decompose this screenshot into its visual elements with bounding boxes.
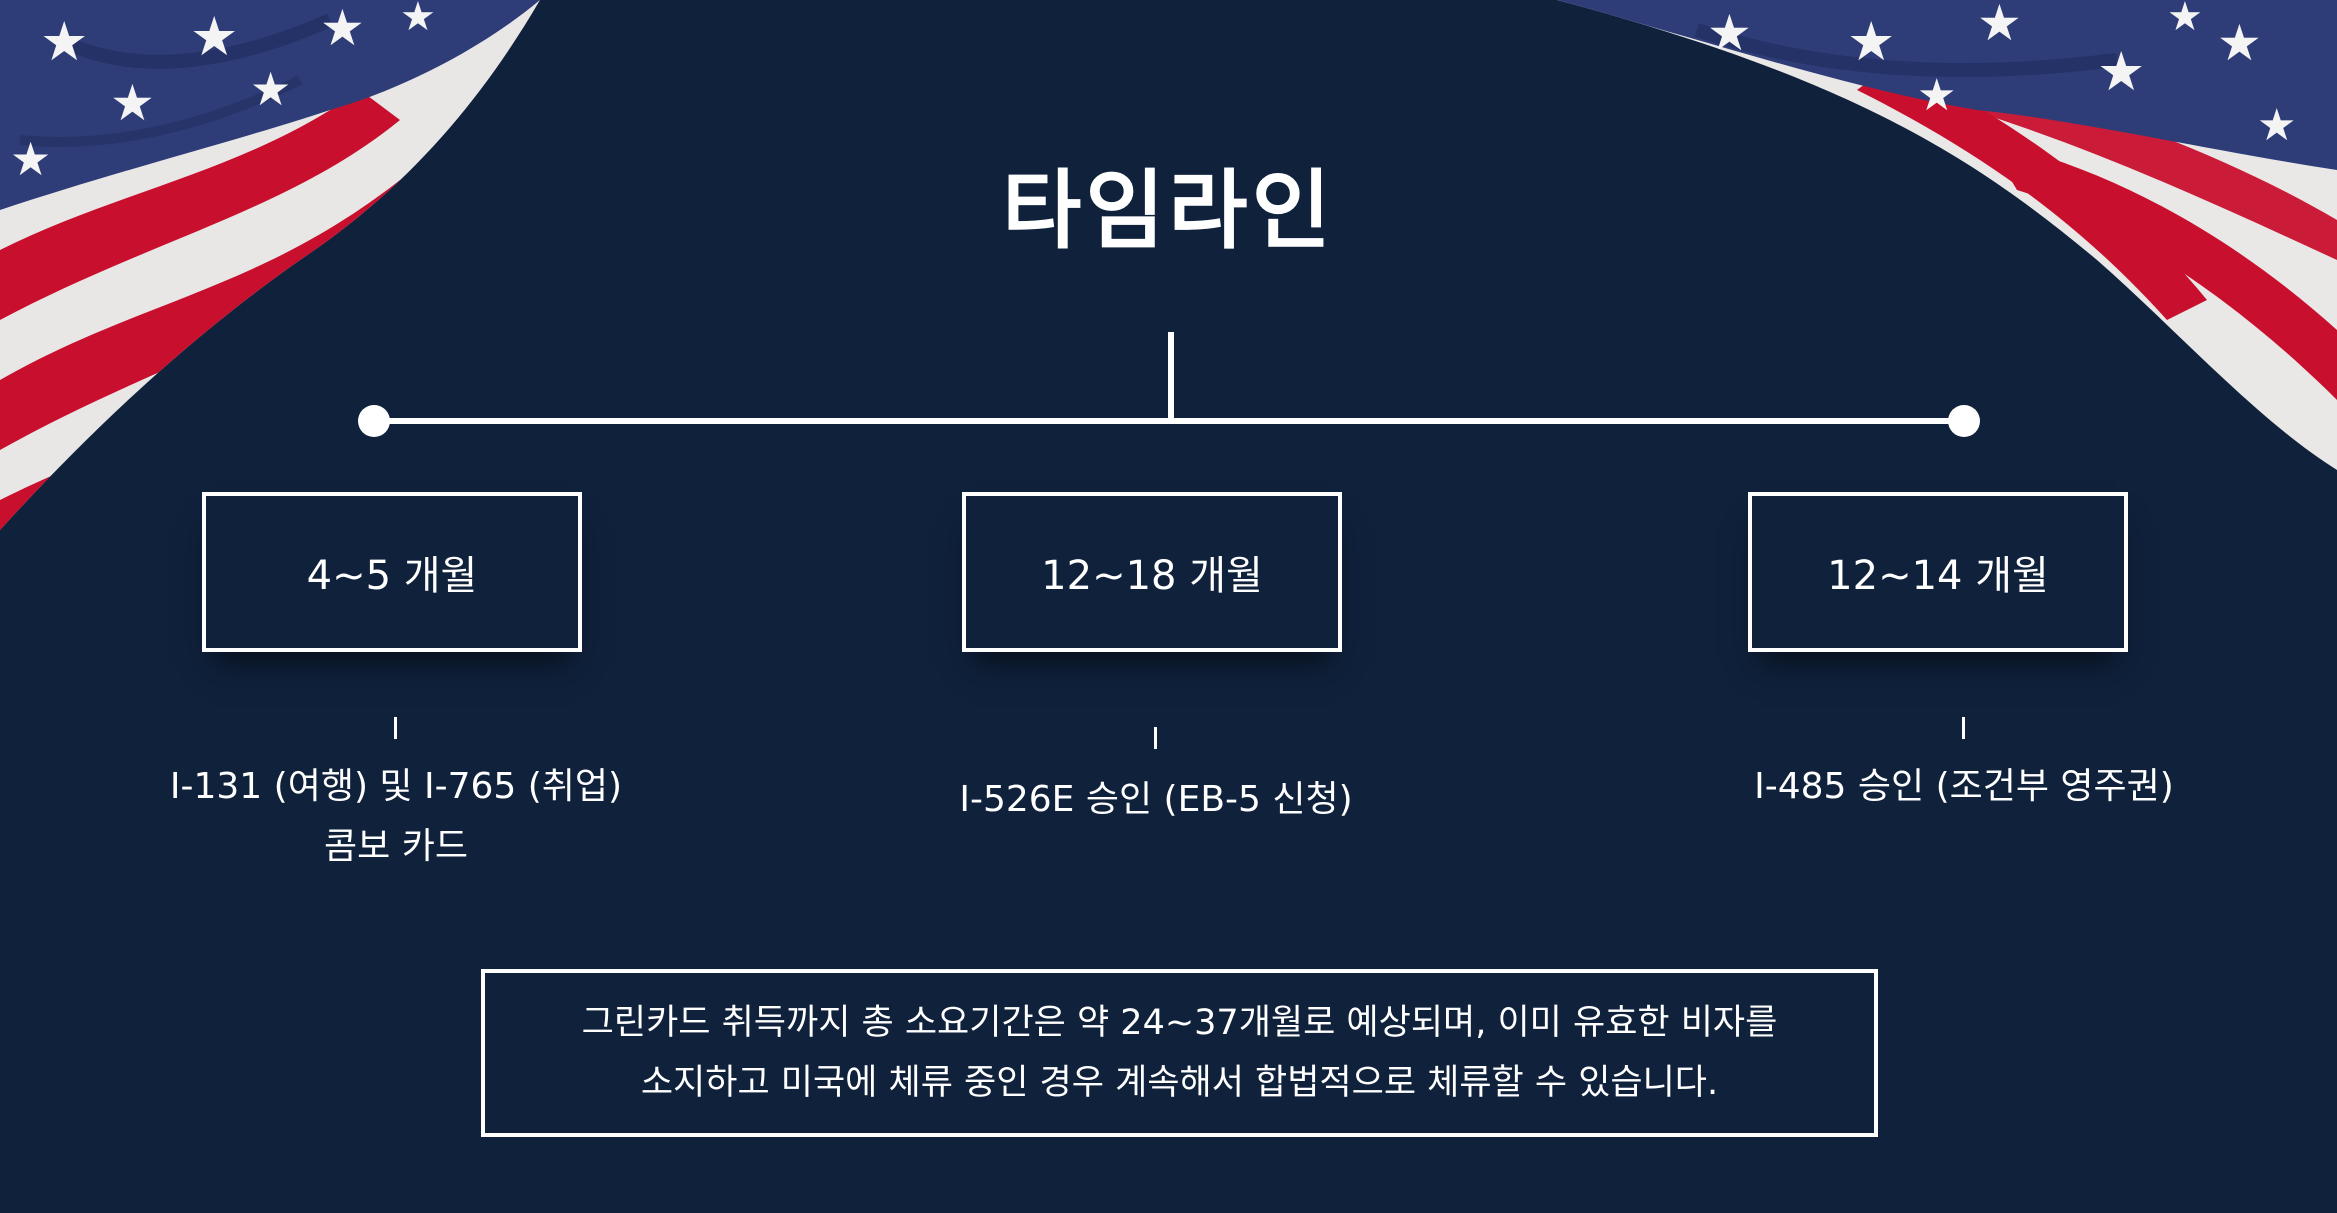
- stage-3-description-line1: I-485 승인 (조건부 영주권): [1754, 766, 2174, 807]
- stage-2-period-box: 12~18 개월: [962, 492, 1342, 652]
- stage-1-description-line2: 콤보 카드: [324, 826, 468, 867]
- stage-2-connector: [1154, 727, 1157, 749]
- svg-text:★: ★: [2167, 0, 2203, 40]
- svg-text:★: ★: [110, 74, 155, 132]
- svg-text:★: ★: [190, 5, 238, 68]
- stage-3-period: 12~14 개월: [1827, 553, 2049, 599]
- stage-3-connector: [1962, 717, 1965, 739]
- summary-note-box: 그린카드 취득까지 총 소요기간은 약 24~37개월로 예상되며, 이미 유효…: [481, 969, 1878, 1137]
- svg-text:★: ★: [1707, 4, 1752, 62]
- american-flag-left-image: ★ ★ ★ ★ ★ ★ ★: [0, 0, 540, 530]
- stage-2-period: 12~18 개월: [1041, 553, 1263, 599]
- svg-text:★: ★: [400, 0, 436, 40]
- svg-text:★: ★: [2217, 14, 2262, 72]
- timeline-end-dot: [1948, 405, 1980, 437]
- stage-1-period-box: 4~5 개월: [202, 492, 582, 652]
- page-title: 타임라인: [1002, 161, 1335, 261]
- summary-note-line1: 그린카드 취득까지 총 소요기간은 약 24~37개월로 예상되며, 이미 유효…: [581, 1003, 1778, 1043]
- american-flag-right-image: ★ ★ ★ ★ ★ ★ ★ ★: [1557, 0, 2337, 470]
- stage-1-period: 4~5 개월: [306, 553, 478, 599]
- stage-1-connector: [394, 717, 397, 739]
- stage-1-description: I-131 (여행) 및 I-765 (취업) 콤보 카드: [86, 757, 706, 877]
- stage-1-description-line1: I-131 (여행) 및 I-765 (취업): [169, 766, 623, 807]
- svg-text:★: ★: [40, 10, 88, 73]
- svg-text:★: ★: [320, 0, 365, 57]
- svg-text:★: ★: [250, 62, 291, 116]
- timeline-start-dot: [358, 405, 390, 437]
- stage-3-period-box: 12~14 개월: [1748, 492, 2128, 652]
- svg-text:★: ★: [1917, 70, 1956, 121]
- summary-note-line2: 소지하고 미국에 체류 중인 경우 계속해서 합법적으로 체류할 수 있습니다.: [640, 1063, 1719, 1103]
- svg-text:★: ★: [2257, 100, 2296, 151]
- stage-2-description-line1: I-526E 승인 (EB-5 신청): [959, 779, 1353, 820]
- svg-text:★: ★: [2097, 40, 2145, 103]
- svg-text:★: ★: [10, 132, 51, 186]
- timeline-stem: [1168, 332, 1174, 422]
- svg-text:★: ★: [1847, 10, 1895, 73]
- svg-text:★: ★: [1977, 0, 2022, 52]
- stage-3-description: I-485 승인 (조건부 영주권): [1654, 757, 2274, 817]
- stage-2-description: I-526E 승인 (EB-5 신청): [846, 770, 1466, 830]
- timeline-axis: [374, 418, 1964, 424]
